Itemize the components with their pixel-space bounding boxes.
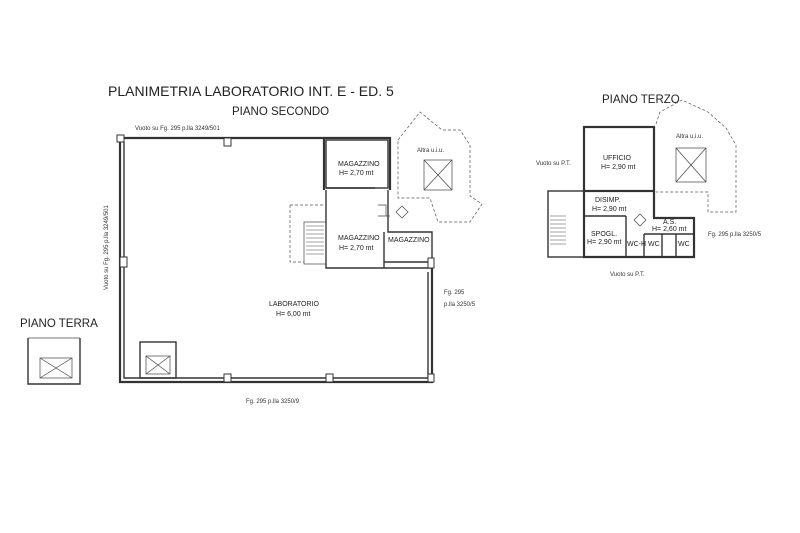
lift-cabin: [145, 355, 171, 375]
note-vuoto-pt-left: Vuoto su P.T.: [536, 161, 571, 167]
door-symbol: [378, 204, 390, 217]
altra-uiu-outline: [397, 111, 483, 223]
room-wc-1: WC: [648, 241, 660, 248]
room-as-height: H= 2,60 mt: [652, 226, 686, 233]
terzo-altra-uiu-outline: [655, 99, 737, 213]
pillar: [325, 373, 334, 383]
room-ufficio: UFFICIO: [603, 155, 632, 162]
room-as: A.S.: [663, 219, 676, 226]
note-vuoto-left: Vuoto su Fg. 295 p.lla 3249/501: [104, 204, 110, 290]
note-vuoto-top: Vuoto su Fg. 295 p.lla 3249/501: [135, 126, 221, 132]
room-magazzino-2-height: H= 2,70 mt: [339, 245, 373, 252]
pillar: [116, 134, 125, 143]
terzo-altra-uiu-stair: [675, 147, 707, 183]
note-vuoto-pt-bottom: Vuoto su P.T.: [610, 272, 645, 278]
room-spogl: SPOGL.: [591, 231, 617, 238]
stair-box: [303, 221, 327, 265]
room-laboratorio-height: H= 6,00 mt: [276, 311, 310, 318]
piano-terzo-plan: [547, 99, 737, 259]
door-symbol-diamond: [395, 205, 409, 219]
plan-title: PLANIMETRIA LABORATORIO INT. E - ED. 5: [108, 83, 394, 99]
room-disimp: DISIMP.: [595, 197, 620, 204]
room-wc-2: WC: [678, 241, 690, 248]
note-fg295-bottom: Fg. 295 p.lla 3250/9: [246, 399, 300, 405]
room-wch: WC-H: [627, 241, 646, 248]
pillar: [427, 373, 435, 383]
piano-terra-lift: [39, 357, 73, 379]
room-ufficio-height: H= 2,90 mt: [601, 164, 635, 171]
room-disimp-height: H= 2,90 mt: [592, 206, 626, 213]
piano-terra-lift-cross: [39, 357, 73, 379]
note-fg295-right-1: Fg. 295: [444, 290, 465, 296]
piano-terra-plan: [27, 337, 81, 385]
floor-label-piano-terzo: PIANO TERZO: [602, 94, 680, 106]
stair-dash-outline: [289, 205, 304, 263]
terzo-stair-block: [547, 190, 585, 258]
stair-steps: [306, 225, 324, 255]
room-spogl-height: H= 2,90 mt: [587, 239, 621, 246]
room-magazzino-2: MAGAZZINO: [338, 235, 380, 242]
ufficio-room: [582, 125, 656, 193]
pillar: [223, 373, 232, 383]
terzo-altra-uiu-cross: [675, 147, 707, 183]
room-magazzino-1: MAGAZZINO: [338, 161, 380, 168]
altra-uiu-stair-cross: [423, 159, 453, 191]
lift-shaft: [139, 341, 177, 379]
pillar: [427, 257, 435, 269]
room-magazzino-1-height: H= 2,70 mt: [339, 170, 373, 177]
room-laboratorio: LABORATORIO: [269, 301, 319, 308]
lift-cross: [145, 355, 171, 375]
altra-uiu-stair: [423, 159, 453, 191]
magazzino-top-wall: [324, 136, 392, 190]
note-fg295-right-2: p.lla 3250/5: [444, 302, 476, 308]
note-altra-uiu-right: Altra u.i.u.: [676, 134, 703, 140]
piano-terra-walls: [27, 338, 81, 385]
floor-label-piano-secondo: PIANO SECONDO: [232, 106, 329, 118]
pillar: [119, 256, 128, 268]
room-magazzino-3: MAGAZZINO: [388, 237, 430, 244]
note-fg295-terzo: Fg. 295 p.lla 3250/5: [708, 232, 762, 238]
magazzino-lower-block: [325, 190, 433, 269]
note-altra-uiu-left: Altra u.i.u.: [417, 148, 444, 154]
pillar: [223, 137, 232, 147]
piano-secondo-plan: [116, 111, 483, 384]
floor-label-piano-terra: PIANO TERRA: [20, 318, 98, 330]
laboratorio-outer-wall: [118, 136, 434, 384]
terzo-stair-steps: [550, 215, 566, 245]
terzo-door-diamond: [633, 213, 647, 227]
